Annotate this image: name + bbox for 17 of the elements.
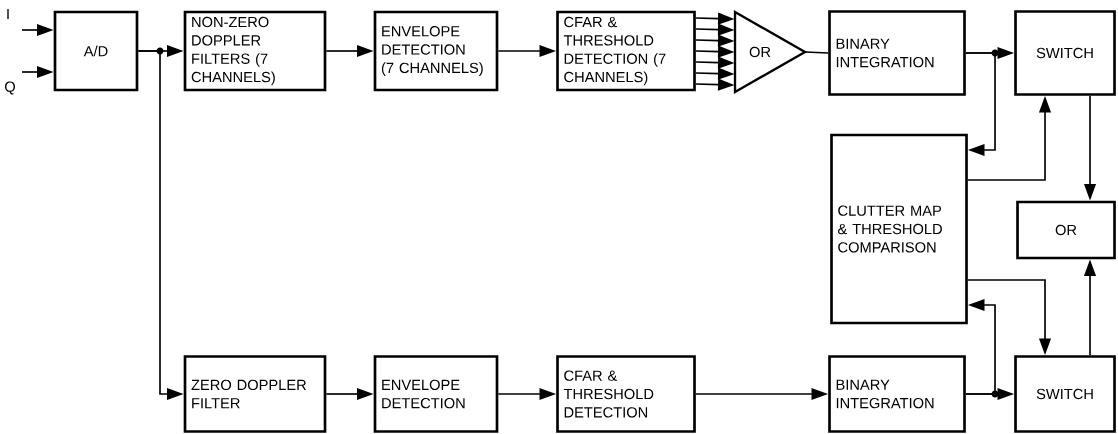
process-box: A/D: [53, 10, 139, 92]
edge-label: I: [4, 7, 12, 21]
process-box: ENVELOPE DETECTION: [373, 355, 499, 433]
process-box: SWITCH: [1014, 10, 1116, 96]
or-gate: OR: [733, 10, 808, 94]
process-box: ENVELOPE DETECTION (7 CHANNELS): [373, 10, 499, 92]
process-box: SWITCH: [1014, 355, 1116, 433]
process-box: CFAR & THRESHOLD DETECTION: [556, 355, 696, 433]
process-box: BINARY INTEGRATION: [828, 355, 966, 433]
arrow: [965, 52, 996, 157]
process-box: OR: [1016, 200, 1116, 260]
process-box: BINARY INTEGRATION: [828, 10, 966, 96]
process-box: ZERO DOPPLER FILTER: [183, 355, 327, 433]
process-box: NON-ZERO DOPPLER FILTERS (7 CHANNELS): [183, 10, 327, 92]
edge-label: Q: [2, 79, 18, 97]
process-box: CLUTTER MAP & THRESHOLD COMPARISON: [830, 133, 968, 325]
process-box: CFAR & THRESHOLD DETECTION (7 CHANNELS): [556, 10, 696, 92]
